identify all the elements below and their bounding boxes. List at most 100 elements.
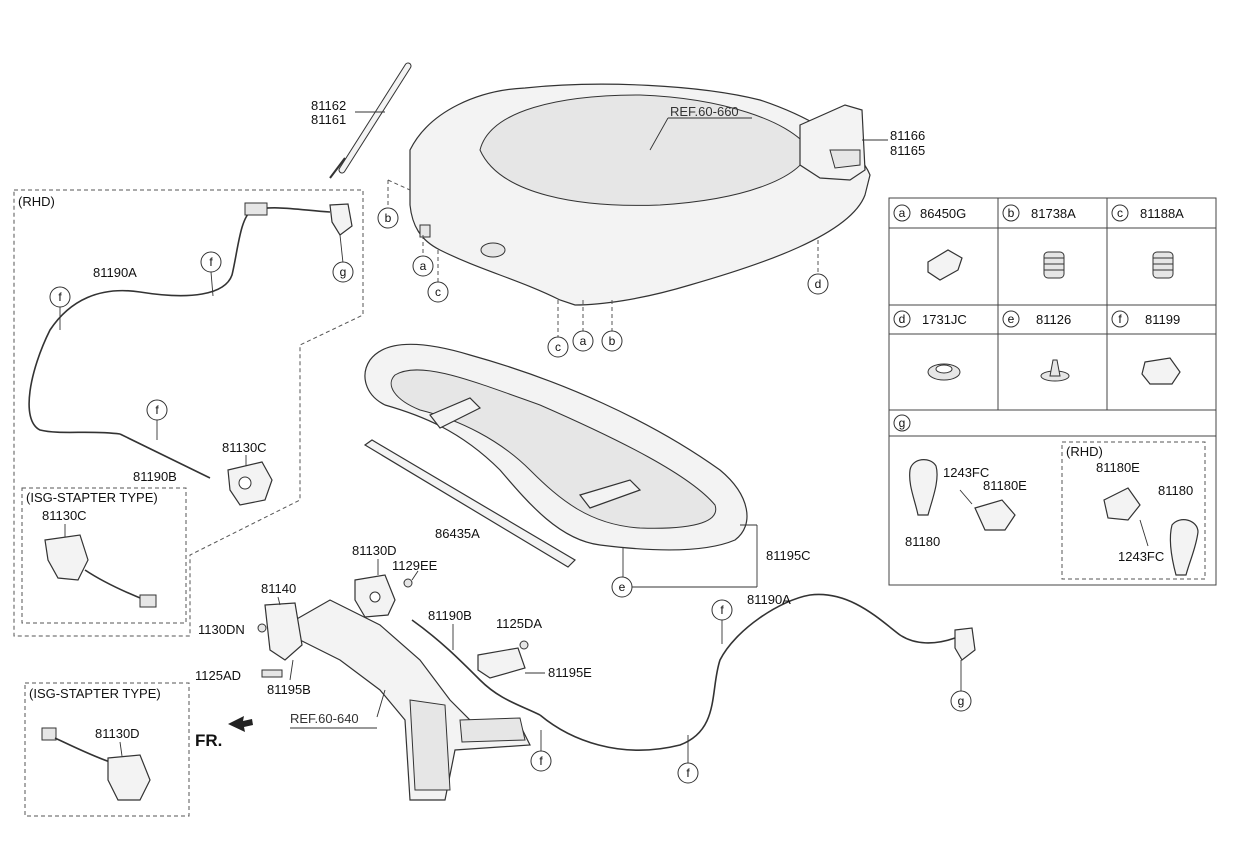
label-81140: 81140: [261, 581, 296, 596]
label-81165: 81165: [890, 143, 925, 158]
callout-f-1-text: f: [209, 255, 213, 269]
front-label: FR.: [195, 731, 222, 750]
callout-f-6-text: f: [686, 766, 690, 780]
callout-b-2: [601, 330, 623, 352]
label-1125AD: 1125AD: [195, 668, 241, 683]
legend-a-letter: a: [899, 206, 906, 220]
label-1129EE: 1129EE: [392, 558, 438, 573]
legend-g-81180E-rhd: 81180E: [1096, 460, 1140, 475]
callout-c-1-text: c: [435, 285, 441, 299]
legend-e-badge: [1002, 310, 1020, 328]
legend-table: [888, 197, 1217, 586]
callout-c-1: [427, 281, 449, 303]
leader-1129EE: [411, 570, 419, 581]
leader-81140: [277, 596, 281, 606]
callout-e-text: e: [619, 580, 626, 594]
legend-g-rhd-box: [1061, 441, 1206, 580]
label-81130D: 81130D: [352, 543, 397, 558]
gas-strut: [329, 62, 412, 179]
isg-box-1-title: (ISG-STAPTER TYPE): [26, 490, 158, 505]
callout-a-2-text: a: [580, 334, 587, 348]
release-lever-81180E-lhd: [974, 499, 1016, 531]
label-81195E: 81195E: [548, 665, 592, 680]
cable-clip-81199-icon: [1141, 357, 1181, 385]
callout-a-1: [412, 255, 434, 277]
callout-d-text: d: [815, 277, 822, 291]
front-arrow-icon: [228, 716, 253, 732]
legend-b-badge: [1002, 204, 1020, 222]
legend-g-letter: g: [899, 416, 906, 430]
label-81130D-isg: 81130D: [95, 726, 140, 741]
legend-g-badge: [893, 414, 911, 432]
leader-1243FC-lhd: [959, 489, 973, 505]
callout-g-2-text: g: [958, 694, 965, 708]
legend-e-letter: e: [1008, 312, 1015, 326]
callout-f-6: [677, 762, 699, 784]
hood-latch-isg-1: [44, 534, 157, 608]
ref-frame-label: REF.60-640: [290, 711, 359, 726]
legend-g-81180-lhd: 81180: [905, 534, 940, 549]
callout-f-3: [146, 399, 168, 421]
label-81161: 81161: [311, 112, 346, 127]
label-81190A-rhd: 81190A: [93, 265, 137, 280]
bolt-1125DA: [519, 640, 529, 650]
legend-d-part: 1731JC: [922, 312, 967, 327]
hood-cable-rhd-end: [119, 433, 211, 479]
front-end-frame: [294, 599, 531, 801]
legend-b-part: 81738A: [1031, 206, 1076, 221]
legend-a-badge: [893, 204, 911, 222]
callout-f-4-text: f: [720, 603, 724, 617]
label-81195C: 81195C: [766, 548, 811, 563]
leader-g-1: [339, 234, 344, 264]
callout-g-1: [332, 261, 354, 283]
hood-cable-rhd: [28, 207, 331, 435]
latch-bracket-81140: [264, 602, 303, 661]
hood-latch-release-lhd: [954, 627, 976, 661]
clip-86450G-icon: [927, 249, 963, 281]
callout-a-2: [572, 330, 594, 352]
legend-e-part: 81126: [1036, 312, 1071, 327]
callout-f-5-text: f: [539, 754, 543, 768]
callout-f-2: [49, 286, 71, 308]
hood-latch-rhd: [227, 461, 273, 506]
label-1125DA: 1125DA: [496, 616, 542, 631]
leader-ref-hood: [649, 117, 669, 151]
cable-bracket-81195E: [477, 647, 526, 679]
hood-latch-release-rhd: [329, 203, 353, 236]
hood-cable-81190B: [411, 619, 541, 716]
legend-c-part: 81188A: [1140, 206, 1184, 221]
callout-b-2-text: b: [609, 334, 616, 348]
ref-hood-label: REF.60-660: [670, 104, 739, 119]
legend-c-letter: c: [1117, 206, 1123, 220]
bolt-1129EE: [403, 578, 413, 588]
bolt-1125AD: [261, 669, 283, 678]
hood-bracket: [799, 104, 866, 181]
callout-c-2: [547, 336, 569, 358]
legend-g-81180E-lhd: 81180E: [983, 478, 1027, 493]
hood-insulator: [364, 343, 748, 551]
legend-f-part: 81199: [1145, 312, 1180, 327]
clip-81126-icon: [1040, 359, 1070, 382]
bumper-81738A-icon: [1043, 251, 1065, 279]
label-81166: 81166: [890, 128, 925, 143]
bumper-81188A-icon: [1152, 251, 1174, 279]
seal-strip: [363, 439, 576, 568]
legend-a-part: 86450G: [920, 206, 966, 221]
legend-g-1243FC-rhd: 1243FC: [1118, 549, 1164, 564]
label-81162: 81162: [311, 98, 346, 113]
hood-latch-isg-2: [41, 727, 151, 801]
hood-latch-81130D: [354, 574, 396, 618]
label-81190B-right: 81190B: [428, 608, 472, 623]
isg-box-2: [24, 682, 190, 817]
leader-1243FC-rhd: [1139, 519, 1149, 547]
rhd-region-title: (RHD): [18, 194, 55, 209]
hood-panel: [409, 83, 871, 306]
callout-f-5: [530, 750, 552, 772]
legend-f-badge: [1111, 310, 1129, 328]
release-handle-rhd: [1169, 519, 1199, 576]
label-81130C-rhd: 81130C: [222, 440, 267, 455]
callout-f-3-text: f: [155, 403, 159, 417]
callout-a-1-text: a: [420, 259, 427, 273]
callout-g-1-text: g: [340, 265, 347, 279]
